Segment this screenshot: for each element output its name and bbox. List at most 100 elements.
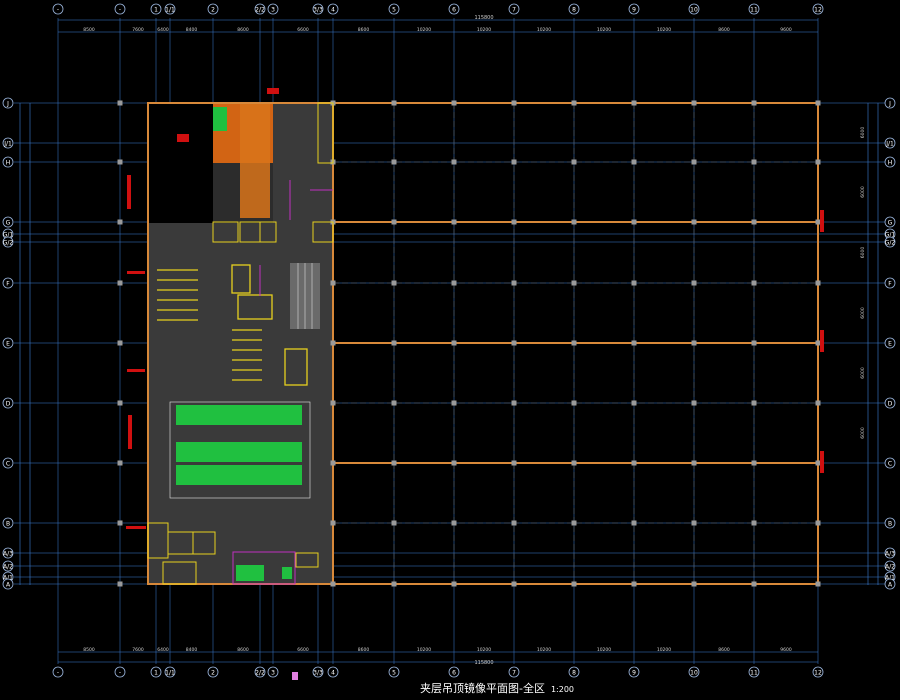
central-aisle xyxy=(290,263,320,329)
grid-bubble-row xyxy=(2,137,14,149)
column-mark xyxy=(631,280,637,286)
column-mark xyxy=(391,460,397,466)
grid-bubble-row xyxy=(884,517,896,529)
grid-label-col: - xyxy=(57,670,59,677)
grid-bubble-col xyxy=(267,666,279,678)
grid-label-col: 11 xyxy=(750,7,758,14)
column-mark xyxy=(691,340,697,346)
column-mark xyxy=(391,400,397,406)
dimension-span: 7600 xyxy=(132,27,144,33)
column-mark xyxy=(391,280,397,286)
grid-bubble-row xyxy=(2,277,14,289)
column-mark xyxy=(691,400,697,406)
grid-label-col: - xyxy=(57,7,59,14)
grid-bubble-col xyxy=(688,666,700,678)
dimension-span: 8400 xyxy=(186,647,198,653)
grid-bubble-col xyxy=(448,3,460,15)
grid-bubble-row xyxy=(884,156,896,168)
grid-label-row: A/1 xyxy=(3,575,13,582)
grid-bubble-col xyxy=(327,666,339,678)
room-blocks xyxy=(147,102,334,585)
column-mark xyxy=(451,280,457,286)
dimension-span: 10200 xyxy=(657,647,671,653)
column-mark xyxy=(511,159,517,165)
column-mark xyxy=(631,581,637,587)
dimension-span: 8400 xyxy=(186,27,198,33)
grid-bubble-col xyxy=(327,3,339,15)
column-mark xyxy=(571,280,577,286)
grid-label-col: 2/2 xyxy=(255,7,265,14)
column-mark xyxy=(751,219,757,225)
grid-label-col: 1 xyxy=(154,7,158,14)
grid-label-col: 8 xyxy=(572,7,576,14)
grid-bubble-col xyxy=(52,666,64,678)
column-mark xyxy=(815,400,821,406)
column-mark xyxy=(330,520,336,526)
grid-label-row: C xyxy=(888,461,892,468)
grid-label-col: 10 xyxy=(690,7,698,14)
column-mark xyxy=(451,400,457,406)
grid-bubble-col xyxy=(448,666,460,678)
column-mark xyxy=(117,159,123,165)
column-mark xyxy=(391,581,397,587)
grid-bubble-col xyxy=(164,666,176,678)
grid-label-col: 2/2 xyxy=(255,670,265,677)
column-mark xyxy=(511,460,517,466)
grid-label-col: 6 xyxy=(452,7,456,14)
grid-bubble-row xyxy=(2,547,14,559)
grid-label-row: H xyxy=(6,160,11,167)
grid-label-row: A xyxy=(888,582,893,589)
column-mark xyxy=(691,159,697,165)
grid-bubble-col xyxy=(52,3,64,15)
column-mark xyxy=(511,100,517,106)
grid-label-row: G xyxy=(888,220,893,227)
grid-label-row: G/2 xyxy=(3,240,14,247)
interior-grid-lines xyxy=(333,103,818,584)
column-mark xyxy=(691,460,697,466)
column-mark xyxy=(451,460,457,466)
column-mark xyxy=(751,581,757,587)
grid-label-row: J/1 xyxy=(3,141,12,148)
grid-label-col: 1/1 xyxy=(165,7,175,14)
dimension-span: 6600 xyxy=(297,647,309,653)
column-mark xyxy=(751,280,757,286)
grid-label-col: 2 xyxy=(211,670,215,677)
column-mark xyxy=(391,219,397,225)
column-mark xyxy=(815,219,821,225)
grid-label-row: C xyxy=(6,461,10,468)
column-mark xyxy=(631,340,637,346)
column-mark xyxy=(571,340,577,346)
column-mark xyxy=(751,100,757,106)
grid-label-col: 8 xyxy=(572,670,576,677)
grid-label-col: 3/3 xyxy=(313,7,323,14)
column-mark xyxy=(571,159,577,165)
magenta-partitions xyxy=(232,180,333,585)
grid-bubble-col xyxy=(628,3,640,15)
dimension-span: 10200 xyxy=(537,27,551,33)
column-mark xyxy=(691,581,697,587)
column-mark xyxy=(631,520,637,526)
dimension-span: 10200 xyxy=(417,27,431,33)
column-mark xyxy=(571,100,577,106)
grid-label-row: A/2 xyxy=(885,564,895,571)
column-mark xyxy=(571,219,577,225)
column-mark xyxy=(571,581,577,587)
grid-bubble-row xyxy=(2,560,14,572)
dimension-span: 8600 xyxy=(358,647,370,653)
column-mark xyxy=(451,219,457,225)
dimension-span: 8600 xyxy=(718,27,730,33)
grid-label-row: J xyxy=(6,101,9,108)
grid-label-col: 11 xyxy=(750,670,758,677)
grid-bubble-col xyxy=(150,3,162,15)
column-mark xyxy=(751,460,757,466)
dimension-span: 6600 xyxy=(297,27,309,33)
grid-bubble-col xyxy=(812,3,824,15)
grid-bubble-col xyxy=(508,3,520,15)
column-mark xyxy=(451,100,457,106)
column-mark xyxy=(391,100,397,106)
grid-bubble-col xyxy=(628,666,640,678)
grid-label-row: A/3 xyxy=(885,551,895,558)
column-mark xyxy=(751,400,757,406)
dimension-span: 6400 xyxy=(157,27,169,33)
grid-label-row: H xyxy=(888,160,893,167)
